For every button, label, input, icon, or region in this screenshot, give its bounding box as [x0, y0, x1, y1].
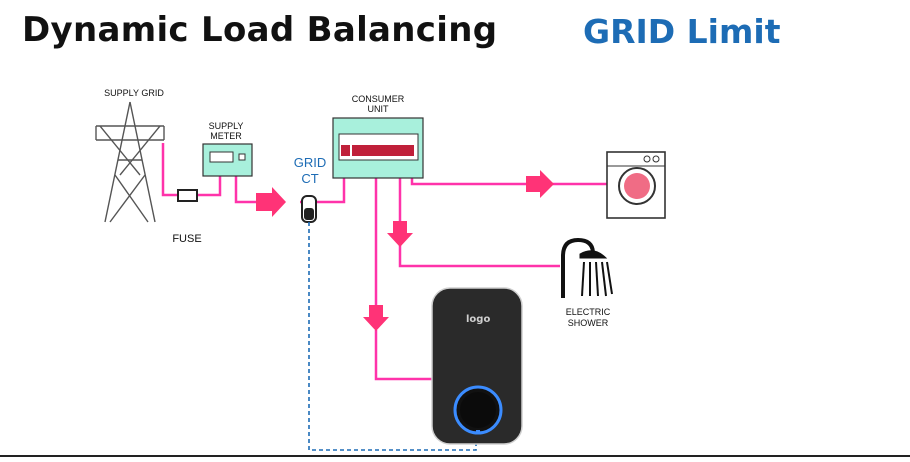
pylon-icon	[95, 101, 165, 223]
charger-logo: logo	[466, 314, 491, 325]
arrow-down-icon	[387, 221, 413, 247]
ev-charger-icon	[431, 287, 523, 445]
grid-ct-label-1: GRID	[293, 155, 327, 170]
page-title: Dynamic Load Balancing	[22, 10, 498, 50]
ct-cable	[308, 222, 477, 451]
meter-icon	[202, 143, 253, 177]
consumer-unit-icon	[332, 117, 424, 179]
arrow-right-icon	[256, 187, 286, 217]
consumer-unit-label-1: CONSUMER	[351, 94, 405, 104]
consumer-unit-label-2: UNIT	[367, 104, 389, 114]
page-subtitle: GRID Limit	[583, 12, 781, 51]
fuse-icon	[177, 189, 198, 202]
ct-clamp-icon	[301, 195, 317, 223]
arrow-down-icon	[363, 305, 389, 331]
supply-meter-label-1: SUPPLY	[208, 121, 244, 131]
supply-grid-label: SUPPLY GRID	[104, 88, 164, 98]
washing-machine-icon	[606, 151, 666, 219]
fuse-label: FUSE	[172, 233, 202, 245]
arrow-right-icon	[526, 170, 554, 198]
electric-shower-label-2: SHOWER	[567, 318, 609, 328]
electric-shower-label-1: ELECTRIC	[565, 307, 611, 317]
grid-ct-label-2: CT	[301, 171, 319, 186]
shower-icon	[561, 237, 613, 298]
supply-meter-label-2: METER	[210, 131, 242, 141]
bottom-divider	[0, 455, 910, 457]
